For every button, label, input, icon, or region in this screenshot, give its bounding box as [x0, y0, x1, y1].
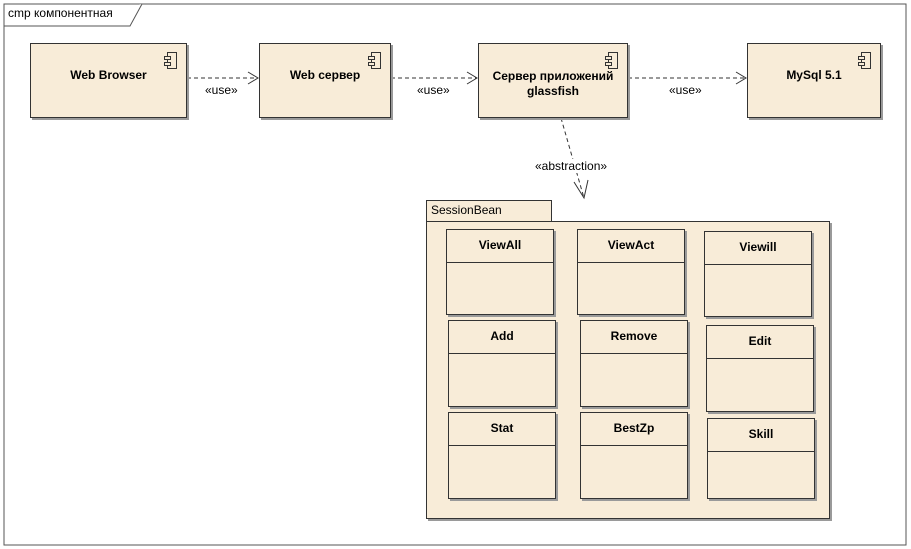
class-add[interactable]: Add: [448, 320, 556, 407]
component-label: Web Browser: [70, 68, 147, 82]
use-label-2: «use»: [417, 83, 450, 97]
class-name: Stat: [449, 413, 555, 446]
frame-title: cmp компонентная: [8, 6, 113, 20]
component-web-server[interactable]: Web сервер: [259, 43, 391, 118]
use-label-3: «use»: [669, 83, 702, 97]
class-remove[interactable]: Remove: [580, 320, 688, 407]
component-label: Web сервер: [289, 68, 361, 82]
class-name: Add: [449, 321, 555, 354]
class-viewill[interactable]: Viewill: [704, 231, 812, 317]
class-name: Edit: [707, 326, 813, 359]
component-icon: [858, 52, 871, 69]
abstraction-label: «abstraction»: [535, 159, 608, 173]
component-web-browser[interactable]: Web Browser: [30, 43, 187, 118]
frame-title-tab: [4, 3, 143, 27]
class-skill[interactable]: Skill: [707, 418, 815, 499]
use-arrowhead-1: [247, 71, 259, 85]
class-viewact[interactable]: ViewAct: [577, 229, 685, 315]
component-app-server[interactable]: Сервер приложений glassfish: [478, 43, 628, 118]
diagram-frame: [3, 3, 907, 546]
component-label: MySql 5.1: [786, 68, 842, 82]
class-name: Remove: [581, 321, 687, 354]
use-arrowhead-3: [735, 71, 747, 85]
class-name: Viewill: [705, 232, 811, 265]
use-label-1: «use»: [205, 83, 238, 97]
abstraction-connector[interactable]: [560, 117, 585, 199]
use-arrowhead-2: [466, 71, 478, 85]
class-edit[interactable]: Edit: [706, 325, 814, 412]
component-icon: [605, 52, 618, 69]
class-name: ViewAct: [578, 230, 684, 263]
component-mysql[interactable]: MySql 5.1: [747, 43, 881, 118]
class-stat[interactable]: Stat: [448, 412, 556, 499]
package-tab: [426, 200, 552, 222]
class-bestzp[interactable]: BestZp: [580, 412, 688, 499]
component-icon: [368, 52, 381, 69]
class-name: BestZp: [581, 413, 687, 446]
class-viewall[interactable]: ViewAll: [446, 229, 554, 315]
component-label-line-1: Сервер приложений: [492, 69, 614, 83]
class-name: ViewAll: [447, 230, 553, 263]
component-label-line-2: glassfish: [526, 84, 580, 98]
abstraction-arrowhead: [573, 179, 589, 200]
package-name: SessionBean: [431, 203, 502, 217]
component-icon: [164, 52, 177, 69]
class-name: Skill: [708, 419, 814, 452]
